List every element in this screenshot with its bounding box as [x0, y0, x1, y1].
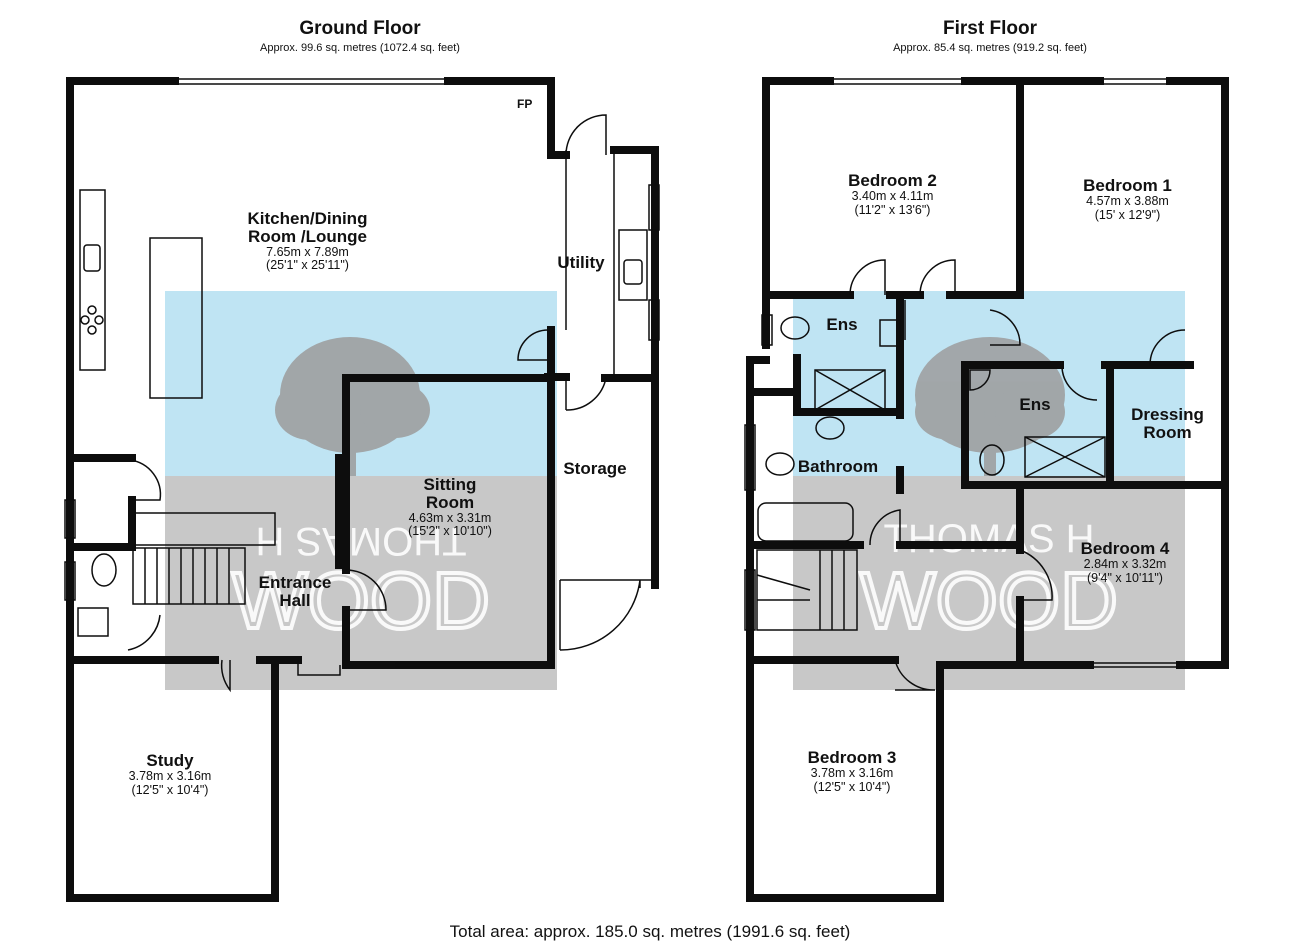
- room-entrance-hall: Entrance Hall: [240, 574, 350, 610]
- ground-floor-title: Ground Floor: [299, 18, 421, 39]
- ground-floor-area: Approx. 99.6 sq. metres (1072.4 sq. feet…: [260, 42, 460, 54]
- room-name: Kitchen/Dining Room /Lounge: [247, 209, 368, 246]
- room-dim-imperial: (15' x 12'9"): [1094, 207, 1161, 222]
- room-name: Storage: [563, 459, 627, 478]
- room-name: Bedroom 1: [1083, 176, 1172, 195]
- first-floor-details: [744, 78, 1186, 901]
- room-dim-imperial: (12'5" x 10'4"): [131, 782, 209, 797]
- room-sitting-room: Sitting Room 4.63m x 3.31m (15'2" x 10'1…: [380, 476, 520, 539]
- svg-text:WOOD: WOOD: [860, 556, 1118, 645]
- fireplace-label: FP: [517, 97, 533, 111]
- room-name: Entrance Hall: [258, 573, 332, 610]
- room-study: Study 3.78m x 3.16m (12'5" x 10'4"): [100, 752, 240, 797]
- svg-text:THOMAS H: THOMAS H: [883, 517, 1094, 561]
- room-utility: Utility: [548, 254, 614, 272]
- room-dim-imperial: (9'4" x 10'11"): [1087, 570, 1163, 585]
- room-name: Ens: [1019, 395, 1051, 414]
- room-name: Utility: [557, 253, 605, 272]
- room-name: Bedroom 4: [1080, 539, 1170, 558]
- room-dim-imperial: (15'2" x 10'10"): [408, 524, 492, 539]
- first-floor-walls: [746, 77, 1229, 902]
- room-name: Sitting Room: [423, 475, 477, 512]
- room-name: Bedroom 2: [848, 171, 937, 190]
- room-dim-metric: 3.78m x 3.16m: [810, 765, 894, 780]
- room-name: Bathroom: [797, 457, 879, 476]
- room-name: Ens: [826, 315, 858, 334]
- room-dressing-room: Dressing Room: [1120, 406, 1215, 442]
- room-bedroom-3: Bedroom 3 3.78m x 3.16m (12'5" x 10'4"): [782, 749, 922, 794]
- room-dim-metric: 3.78m x 3.16m: [128, 768, 212, 783]
- first-floor-title: First Floor: [943, 18, 1037, 39]
- watermark-background: THOMAS H WOOD THOMAS H WOOD: [165, 291, 1185, 690]
- room-dim-metric: 7.65m x 7.89m: [266, 244, 349, 259]
- svg-text:THOMAS H: THOMAS H: [255, 519, 466, 563]
- room-name: Bedroom 3: [807, 748, 897, 767]
- svg-text:WOOD: WOOD: [232, 556, 490, 645]
- room-ensuite-1: Ens: [812, 316, 872, 334]
- watermark-logo: THOMAS H WOOD THOMAS H WOOD: [230, 517, 1120, 647]
- room-dim-metric: 3.40m x 4.11m: [851, 188, 934, 203]
- room-kitchen-dining-lounge: Kitchen/Dining Room /Lounge 7.65m x 7.89…: [200, 210, 415, 273]
- room-ensuite-2: Ens: [1005, 396, 1065, 414]
- room-dim-imperial: (11'2" x 13'6"): [854, 202, 931, 217]
- first-floor-area: Approx. 85.4 sq. metres (919.2 sq. feet): [893, 42, 1087, 54]
- room-name: Dressing Room: [1131, 405, 1204, 442]
- room-bathroom: Bathroom: [788, 458, 888, 476]
- total-area: Total area: approx. 185.0 sq. metres (19…: [449, 922, 851, 941]
- room-bedroom-1: Bedroom 1 4.57m x 3.88m (15' x 12'9"): [1055, 177, 1200, 222]
- room-storage: Storage: [556, 460, 634, 478]
- room-dim-metric: 4.57m x 3.88m: [1086, 193, 1169, 208]
- room-bedroom-4: Bedroom 4 2.84m x 3.32m (9'4" x 10'11"): [1055, 540, 1195, 585]
- ground-floor-details: [64, 78, 660, 901]
- room-dim-metric: 2.84m x 3.32m: [1083, 556, 1167, 571]
- room-dim-metric: 4.63m x 3.31m: [408, 510, 492, 525]
- room-dim-imperial: (25'1" x 25'11"): [266, 258, 349, 273]
- room-dim-imperial: (12'5" x 10'4"): [813, 779, 891, 794]
- room-bedroom-2: Bedroom 2 3.40m x 4.11m (11'2" x 13'6"): [820, 172, 965, 217]
- room-name: Study: [146, 751, 194, 770]
